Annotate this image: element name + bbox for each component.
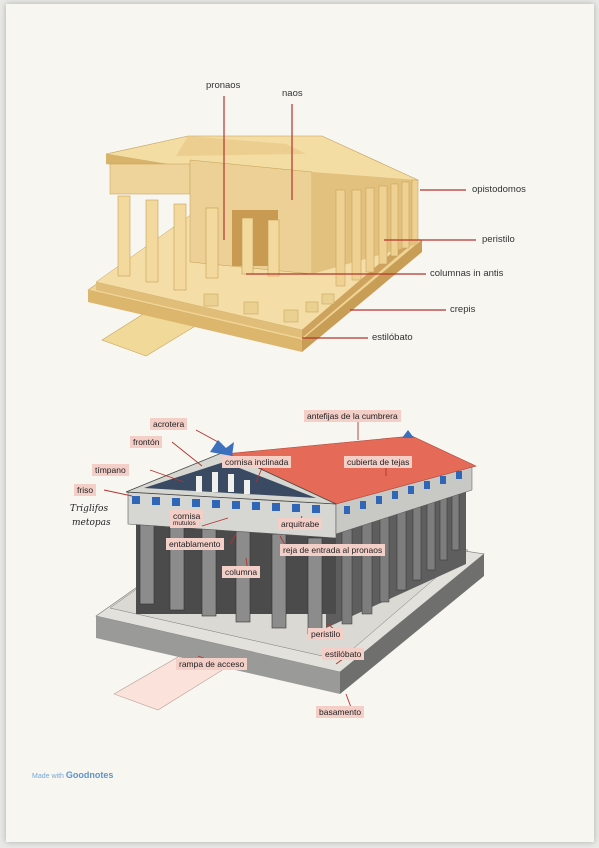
label-estilobato-top: estilóbato [372,332,413,343]
label-naos: naos [282,88,303,99]
page: pronaos naos opistodomos peristilo colum… [6,4,594,842]
watermark-prefix: Made with [32,773,64,780]
handwritten-triglifos: Triglifos [70,504,109,514]
label-crepis: crepis [450,304,476,315]
label-friso: friso [74,484,97,496]
label-entablamento: entablamento [166,538,224,550]
label-opistodomos: opistodomos [472,184,526,195]
goodnotes-watermark: Made with Goodnotes [32,770,113,780]
top-temple-illustration [87,96,476,357]
label-acrotera: acrotera [150,418,188,430]
label-arquitrabe: arquitrabe [278,518,323,530]
label-cubierta: cubierta de tejas [344,456,413,468]
label-cornisa: cornisa [170,510,204,522]
label-antefijas: antefijas de la cumbrera [304,410,401,422]
label-peristilo-top: peristilo [482,234,515,245]
label-cornisa-inclinada: cornisa inclinada [222,456,292,468]
label-columnas-in-antis: columnas in antis [430,268,504,279]
label-reja: reja de entrada al pronaos [280,544,386,556]
handwritten-metopas: metopas [72,518,111,528]
label-pronaos: pronaos [206,80,241,91]
label-timpano: tímpano [92,464,129,476]
label-fronton: frontón [130,436,163,448]
label-estilobato-bottom: estilóbato [322,648,365,660]
label-basamento: basamento [316,706,365,718]
label-peristilo-bottom: peristilo [308,628,344,640]
bottom-temple-illustration [95,422,485,711]
label-rampa: rampa de acceso [176,658,248,670]
watermark-brand: Goodnotes [65,770,114,780]
label-columna: columna [222,566,261,578]
label-mutulos: mutulos [170,520,199,528]
